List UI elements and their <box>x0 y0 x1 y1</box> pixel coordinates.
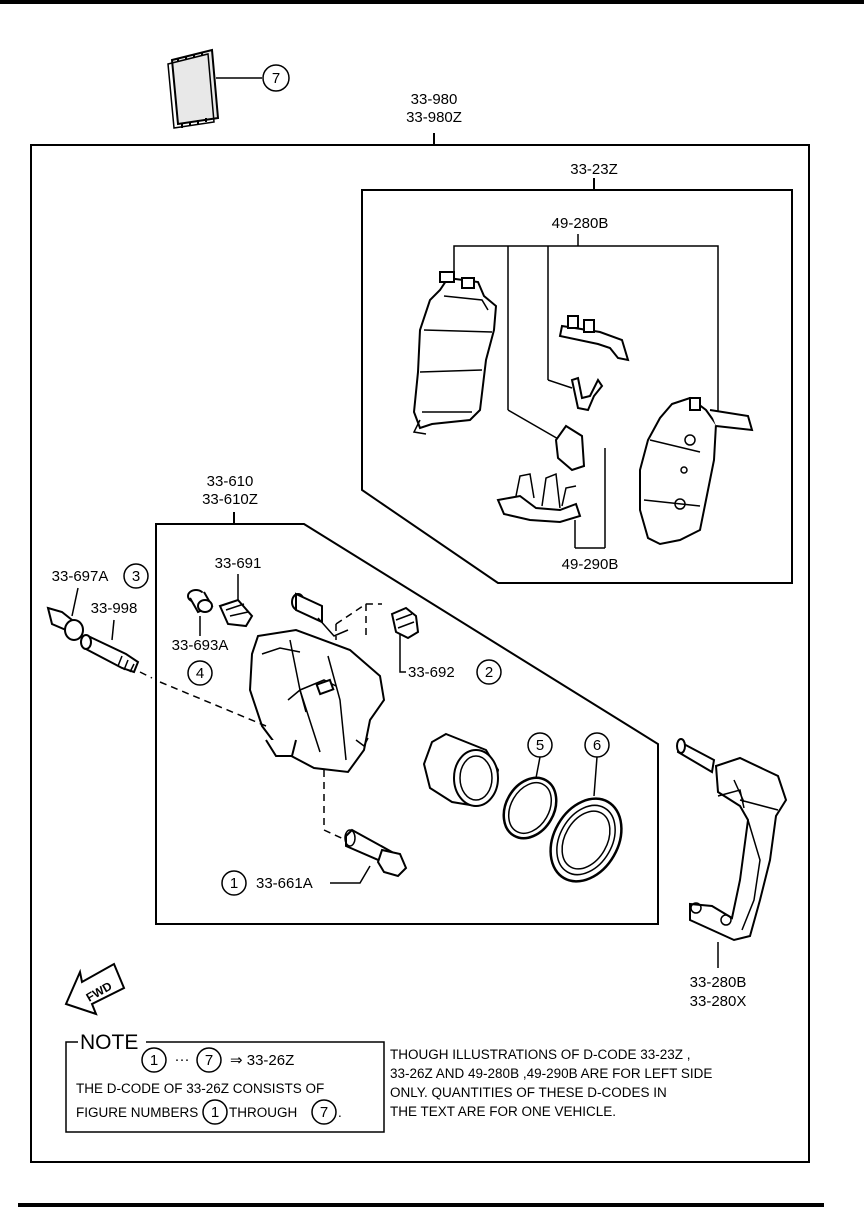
svg-text:5: 5 <box>536 737 544 754</box>
bottom-rule <box>18 1203 824 1207</box>
label-caliper-1: 33-610 <box>207 473 254 490</box>
piston <box>422 732 500 808</box>
note-line3c: . <box>338 1105 342 1120</box>
caliper-body <box>248 592 386 774</box>
callout-7-top: 7 <box>262 64 290 92</box>
shim-clip-top <box>554 315 630 472</box>
guide-pin <box>80 634 140 674</box>
svg-text:1: 1 <box>211 1104 219 1121</box>
shim-clip-bottom <box>496 472 582 524</box>
callout-4: 4 <box>187 660 213 686</box>
note-line3b: THROUGH <box>229 1105 297 1120</box>
side-note-line-3: ONLY. QUANTITIES OF THESE D-CODES IN <box>390 1085 667 1100</box>
grease-packet-icon <box>167 48 220 129</box>
label-bolt: 33-661A <box>256 875 313 892</box>
bleeder-cap <box>187 589 214 614</box>
note-ellipsis: ··· <box>175 1051 190 1068</box>
kit-frame <box>30 144 810 1163</box>
label-pad-set: 33-23Z <box>570 161 618 178</box>
label-boot-guide: 33-697A <box>52 568 109 585</box>
side-note-line-4: THE TEXT ARE FOR ONE VEHICLE. <box>390 1104 616 1119</box>
svg-text:7: 7 <box>320 1104 328 1121</box>
mounting-bracket <box>676 738 788 942</box>
top-rule <box>0 0 864 4</box>
label-bleeder-cap: 33-693A <box>172 637 229 654</box>
note-circle-1a: 1 <box>141 1047 167 1073</box>
note-circle-7a: 7 <box>196 1047 222 1073</box>
guide-boot <box>46 606 84 641</box>
svg-text:2: 2 <box>485 664 493 681</box>
svg-text:7: 7 <box>272 70 280 87</box>
note-arrow-code: ⇒ 33-26Z <box>230 1052 294 1069</box>
brake-pad-inner <box>412 271 498 435</box>
pad-set-frame <box>361 189 793 584</box>
label-mounting-2: 33-280X <box>690 993 747 1010</box>
caliper-bolt <box>344 828 408 878</box>
callout-5: 5 <box>527 732 553 758</box>
dust-boot-small <box>390 606 420 640</box>
note-line3a: FIGURE NUMBERS <box>76 1105 198 1120</box>
svg-text:4: 4 <box>196 665 204 682</box>
svg-text:6: 6 <box>593 737 601 754</box>
callout-2: 2 <box>476 659 502 685</box>
note-circle-1b: 1 <box>202 1099 228 1125</box>
note-frame <box>65 1041 385 1133</box>
callout-1: 1 <box>221 870 247 896</box>
note-circle-7b: 7 <box>311 1099 337 1125</box>
bleeder-screw <box>218 598 254 628</box>
label-shim-top: 49-280B <box>552 215 609 232</box>
note-line2: THE D-CODE OF 33-26Z CONSISTS OF <box>76 1081 324 1096</box>
label-guide-pin: 33-998 <box>91 600 138 617</box>
fwd-arrow-icon: FWD <box>64 962 126 1016</box>
svg-text:7: 7 <box>205 1052 213 1069</box>
callout-6: 6 <box>584 732 610 758</box>
label-kit-main-1: 33-980 <box>411 91 458 108</box>
svg-text:1: 1 <box>150 1052 158 1069</box>
note-heading: NOTE <box>80 1031 138 1054</box>
label-shim-bottom: 49-290B <box>562 556 619 573</box>
side-note-line-2: 33-26Z AND 49-280B ,49-290B ARE FOR LEFT… <box>390 1066 712 1081</box>
svg-text:3: 3 <box>132 568 140 585</box>
caliper-frame <box>155 523 659 925</box>
label-dust-boot: 33-692 <box>408 664 455 681</box>
callout-3: 3 <box>123 563 149 589</box>
svg-text:1: 1 <box>230 875 238 892</box>
label-bleeder: 33-691 <box>215 555 262 572</box>
label-kit-main-2: 33-980Z <box>406 109 462 126</box>
label-caliper-2: 33-610Z <box>202 491 258 508</box>
label-mounting-1: 33-280B <box>690 974 747 991</box>
side-note-line-1: THOUGH ILLUSTRATIONS OF D-CODE 33-23Z , <box>390 1047 691 1062</box>
piston-boot <box>549 797 623 883</box>
piston-seal <box>502 776 558 840</box>
brake-pad-outer <box>639 396 754 546</box>
